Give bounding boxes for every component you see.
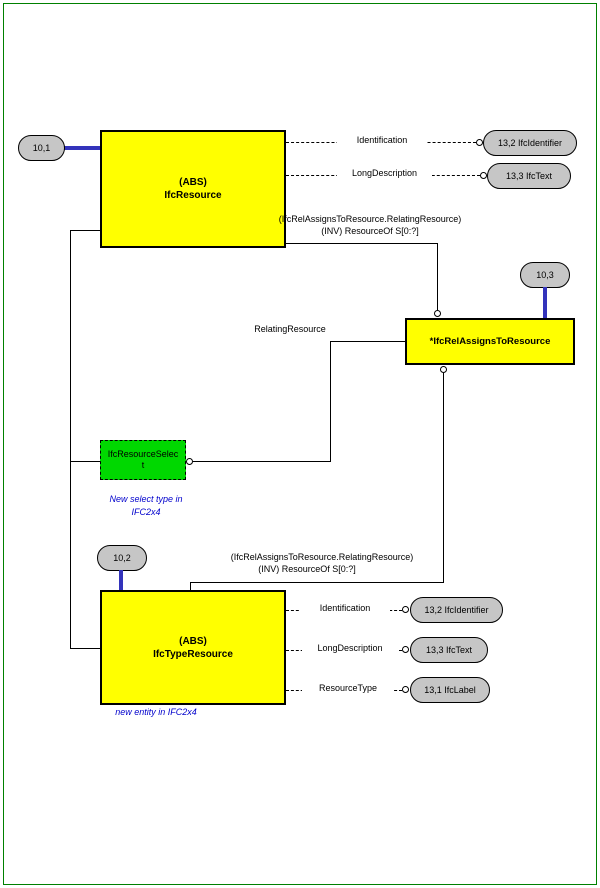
relation-circle-resourcetype (402, 686, 409, 693)
note-select-line1: New select type in (109, 494, 183, 504)
attr-label-identification-top: Identification (337, 135, 427, 146)
attr-label-resourcetype: ResourceType (302, 683, 394, 694)
relation-circle-longdescription-top (480, 172, 487, 179)
entity-ifctyperesource[interactable]: (ABS) IfcTypeResource (100, 590, 286, 705)
select-ifcresourceselect-name-line2: t (141, 460, 145, 470)
edge-tree-to-ifcresource (70, 230, 101, 231)
page-ref-line-10-1 (64, 146, 101, 150)
page-ref-10-2[interactable]: 10,2 (97, 545, 147, 571)
type-ref-ifcidentifier-bottom[interactable]: 13,2 IfcIdentifier (410, 597, 503, 623)
entity-ifctyperesource-stereotype: (ABS) (179, 635, 207, 647)
type-ref-ifctext-bottom[interactable]: 13,3 IfcText (410, 637, 488, 663)
attr-label-relatingresource: RelatingResource (254, 324, 326, 334)
edge-resourceof-bottom-stub (190, 582, 191, 591)
edge-relatingresource-vertical (330, 341, 331, 462)
entity-ifcrelassignstoresource[interactable]: *IfcRelAssignsToResource (405, 318, 575, 365)
entity-ifcresource-name: IfcResource (164, 190, 222, 201)
type-ref-ifcidentifier-top[interactable]: 13,2 IfcIdentifier (483, 130, 577, 156)
page-ref-10-1[interactable]: 10,1 (18, 135, 65, 161)
select-ifcresourceselect-name-line1: IfcResourceSelec (107, 449, 179, 459)
note-select-line2: IFC2x4 (131, 507, 161, 517)
relation-circle-longdescription-bottom (402, 646, 409, 653)
type-ref-ifctext-top[interactable]: 13,3 IfcText (487, 163, 571, 189)
edge-tree-to-ifctyperesource (70, 648, 101, 649)
edge-resourceof-bottom-horizontal (190, 582, 444, 583)
attr-label-identification-bottom: Identification (300, 603, 390, 614)
edge-relatingresource-horizontal-1 (330, 341, 405, 342)
entity-ifctyperesource-name: IfcTypeResource (153, 648, 233, 660)
select-ifcresourceselect[interactable]: IfcResourceSelec t (100, 440, 186, 480)
inverse-label-top-line1: (IfcRelAssignsToResource.RelatingResourc… (278, 214, 462, 224)
relation-circle-resourceof-top (434, 310, 441, 317)
entity-ifcrelassignstoresource-name: *IfcRelAssignsToResource (429, 336, 551, 347)
entity-ifcresource[interactable]: (ABS) IfcResource (100, 130, 286, 248)
inverse-label-top-line2: (INV) ResourceOf S[0:?] (321, 226, 419, 236)
attr-label-longdescription-top: LongDescription (337, 168, 432, 179)
edge-tree-to-ifcresourceselect (70, 461, 101, 462)
edge-resourceof-top-vertical (437, 243, 438, 310)
page-ref-line-10-3 (543, 287, 547, 318)
edge-tree-vertical (70, 230, 71, 649)
relation-circle-relatingresource (186, 458, 193, 465)
inverse-label-bottom-line1: (IfcRelAssignsToResource.RelatingResourc… (230, 552, 414, 562)
type-ref-ifclabel[interactable]: 13,1 IfcLabel (410, 677, 490, 703)
relation-circle-identification-top (476, 139, 483, 146)
diagram-border (3, 3, 597, 885)
attr-label-longdescription-bottom: LongDescription (302, 643, 398, 654)
relation-circle-identification-bottom (402, 606, 409, 613)
edge-resourceof-bottom-vertical (443, 373, 444, 582)
page-ref-line-10-2 (119, 570, 123, 591)
note-new-entity: new entity in IFC2x4 (115, 707, 197, 717)
inverse-label-bottom-line2: (INV) ResourceOf S[0:?] (258, 564, 356, 574)
edge-resourceof-top-horizontal (286, 243, 438, 244)
entity-ifcresource-stereotype: (ABS) (179, 177, 207, 188)
edge-relatingresource-horizontal-2 (193, 461, 330, 462)
relation-circle-resourceof-bottom (440, 366, 447, 373)
page-ref-10-3[interactable]: 10,3 (520, 262, 570, 288)
